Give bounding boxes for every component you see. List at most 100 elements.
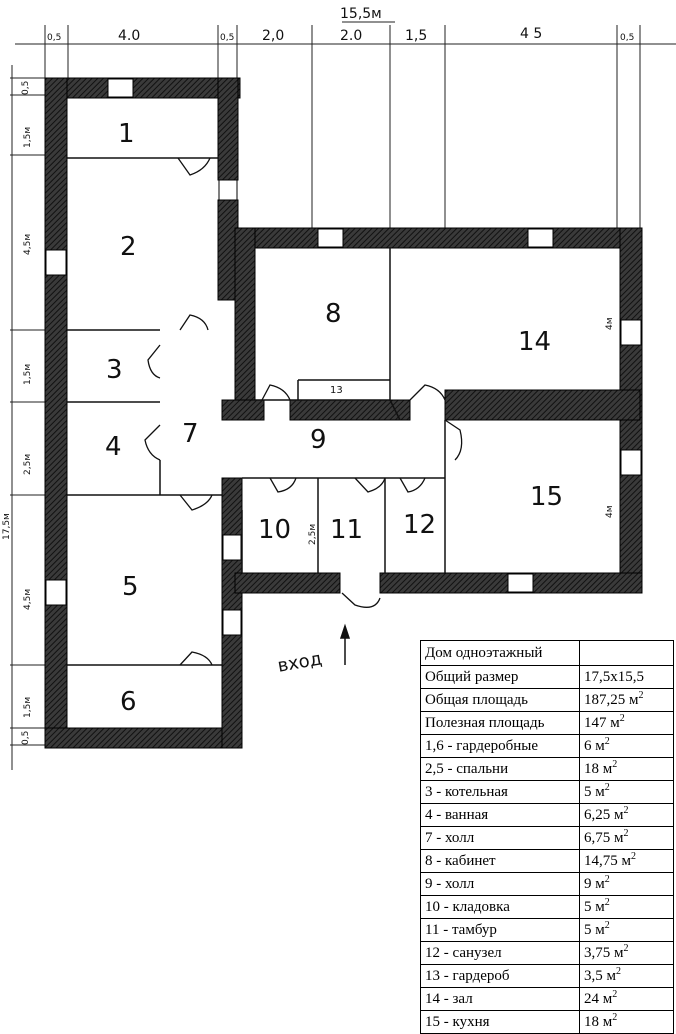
- legend-value: 24 м2: [579, 987, 674, 1011]
- dim-room15: 4м: [605, 505, 615, 518]
- legend-value: 147 м2: [579, 711, 674, 735]
- left-dimension-labels: 0,5 1,5м 4,5м 1,5м 2,5м 4,5м 1,5м 0,5 17…: [2, 81, 33, 745]
- legend-value: 6,75 м2: [579, 826, 674, 850]
- legend-unit-exponent: 2: [604, 736, 610, 747]
- dim-room11: 2,5м: [308, 524, 318, 545]
- room-number: 13: [330, 385, 343, 396]
- legend-unit-exponent: 2: [612, 759, 618, 770]
- room-number: 2: [120, 232, 137, 262]
- dim-left-seg: 2,5м: [23, 454, 33, 475]
- dim-left-seg: 0,5: [21, 731, 31, 745]
- legend-value-text: 18 м: [584, 1014, 613, 1030]
- legend-value-text: 6 м: [584, 738, 605, 754]
- legend-unit-exponent: 2: [604, 782, 610, 793]
- legend-value-text: 5 м: [584, 784, 605, 800]
- dim-left-seg: 4,5м: [23, 234, 33, 255]
- legend-unit-exponent: 2: [623, 805, 629, 816]
- room-number: 6: [120, 687, 137, 717]
- legend-value-text: 5 м: [584, 922, 605, 938]
- legend-value-text: 187,25 м: [584, 692, 639, 708]
- doors: [144, 157, 463, 666]
- dim-room14: 4м: [605, 317, 615, 330]
- legend-unit-exponent: 2: [616, 966, 621, 977]
- legend-title-spacer: [579, 640, 674, 666]
- dim-top-seg: 1,5: [405, 28, 427, 44]
- legend-value: 6,25 м2: [579, 803, 674, 827]
- dim-top-seg: 0,5: [220, 33, 234, 43]
- legend-label: 8 - кабинет: [420, 849, 580, 873]
- legend-value-text: 147 м: [584, 715, 620, 731]
- legend-unit-exponent: 2: [631, 851, 636, 862]
- legend-value: 18 м2: [579, 1010, 674, 1034]
- dim-top-seg: 2.0: [340, 28, 362, 44]
- legend-value: 18 м2: [579, 757, 674, 781]
- legend-unit-exponent: 2: [604, 920, 610, 931]
- legend-label: 4 - ванная: [420, 803, 580, 827]
- dim-left-seg: 0,5: [21, 81, 31, 95]
- legend-unit-exponent: 2: [612, 1012, 618, 1023]
- legend-value: 5 м2: [579, 918, 674, 942]
- legend-label: 9 - холл: [420, 872, 580, 896]
- room-number: 7: [182, 419, 199, 449]
- legend-title-row: Дом одноэтажный: [420, 640, 674, 666]
- dim-left-seg: 1,5м: [23, 127, 33, 148]
- legend-unit-exponent: 2: [638, 690, 644, 701]
- legend-label: 3 - котельная: [420, 780, 580, 804]
- legend-label: Общая площадь: [420, 688, 580, 712]
- legend-value: 3,5 м2: [579, 964, 674, 988]
- top-dimension-line: [15, 21, 676, 230]
- legend-value: 5 м2: [579, 895, 674, 919]
- legend-unit-exponent: 2: [619, 713, 625, 724]
- legend-label: 2,5 - спальни: [420, 757, 580, 781]
- legend-label: 10 - кладовка: [420, 895, 580, 919]
- top-dimension-labels: 15,5м 0,5 4.0 0,5 2,0 2.0 1,5 4 5 0,5: [47, 6, 634, 44]
- dim-top-seg: 4 5: [520, 26, 542, 42]
- room-number: 3: [106, 355, 123, 385]
- legend-value: 5 м2: [579, 780, 674, 804]
- legend-unit-exponent: 2: [604, 874, 610, 885]
- legend-value: 6 м2: [579, 734, 674, 758]
- room-numbers: 1 2 3 4 5 6 7 8 9 10 11 12 13 14 15: [105, 119, 563, 717]
- entrance-label: вход: [276, 648, 324, 676]
- legend-value: 187,25 м2: [579, 688, 674, 712]
- dim-left-seg: 1,5м: [23, 364, 33, 385]
- room-number: 14: [518, 327, 551, 357]
- legend-label: 1,6 - гардеробные: [420, 734, 580, 758]
- dim-left-seg: 1,5м: [23, 697, 33, 718]
- room-number: 12: [403, 510, 436, 540]
- room-number: 1: [118, 119, 135, 149]
- legend-value-text: 5 м: [584, 899, 605, 915]
- legend-value-text: 6,75 м: [584, 830, 624, 846]
- legend-title: Дом одноэтажный: [420, 640, 580, 666]
- legend-label: 12 - санузел: [420, 941, 580, 965]
- legend-unit-exponent: 2: [623, 943, 629, 954]
- room-number: 10: [258, 515, 291, 545]
- legend-unit-exponent: 2: [612, 989, 618, 1000]
- legend-value: 3,75 м2: [579, 941, 674, 965]
- dim-top-seg: 4.0: [118, 28, 140, 44]
- legend-label: 15 - кухня: [420, 1010, 580, 1034]
- room-number: 4: [105, 432, 122, 462]
- legend-value-text: 9 м: [584, 876, 605, 892]
- legend-unit-exponent: 2: [623, 828, 629, 839]
- dim-left-seg: 4,5м: [23, 589, 33, 610]
- legend-label: Общий размер: [420, 665, 580, 689]
- room-number: 9: [310, 425, 327, 455]
- room-number: 8: [325, 299, 342, 329]
- windows: [45, 78, 642, 636]
- dim-top-total: 15,5м: [340, 6, 382, 22]
